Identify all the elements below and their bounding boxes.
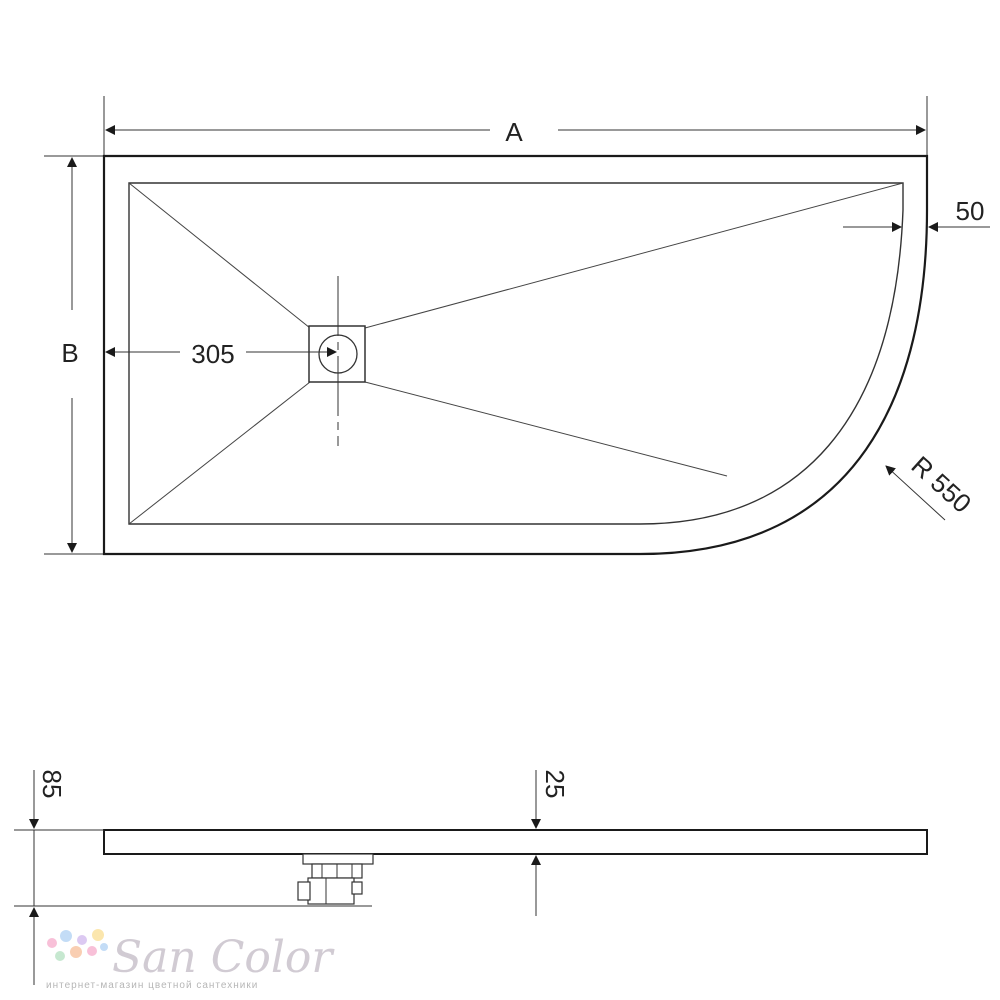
watermark-brand: San Color	[112, 932, 335, 983]
dimension-label-b: B	[61, 338, 78, 368]
tray-inner-outline	[128, 182, 904, 525]
drain	[308, 276, 366, 446]
watermark-dot	[92, 929, 104, 941]
top-view: A B 305 50 R 550	[44, 96, 990, 556]
watermark-dot	[47, 938, 57, 948]
dimension-line-radius	[885, 465, 946, 521]
tray-outer-outline	[102, 154, 929, 556]
dimension-label-25: 25	[540, 770, 570, 799]
watermark-dot	[55, 951, 65, 961]
dimension-label-50: 50	[956, 196, 985, 226]
watermark-tagline: интернет-магазин цветной сантехники	[46, 980, 258, 991]
siphon-outlet	[307, 877, 355, 905]
dimension-label-305: 305	[191, 339, 234, 369]
side-view: 85 25	[14, 770, 928, 985]
tray-side-slab	[103, 829, 928, 855]
dimension-label-85: 85	[37, 770, 67, 799]
slope-line-bottom-right	[364, 381, 728, 477]
slope-line-top-left	[128, 182, 311, 329]
siphon-top-flange	[302, 853, 374, 865]
watermark-dot	[87, 946, 97, 956]
watermark-dot	[60, 930, 72, 942]
slope-line-top-right	[364, 182, 904, 329]
sancolor-watermark: San Color интернет-магазин цветной санте…	[46, 929, 335, 991]
siphon	[297, 853, 374, 905]
dimension-label-a: A	[505, 117, 523, 147]
siphon-outlet-nut-right	[351, 881, 363, 895]
watermark-dot	[100, 943, 108, 951]
watermark-dot	[70, 946, 82, 958]
watermark-dot	[77, 935, 87, 945]
siphon-outlet-nut-left	[297, 881, 311, 901]
slope-line-bottom-left	[128, 381, 311, 525]
watermark-dots	[47, 929, 108, 961]
dimension-label-radius: R 550	[906, 450, 978, 519]
